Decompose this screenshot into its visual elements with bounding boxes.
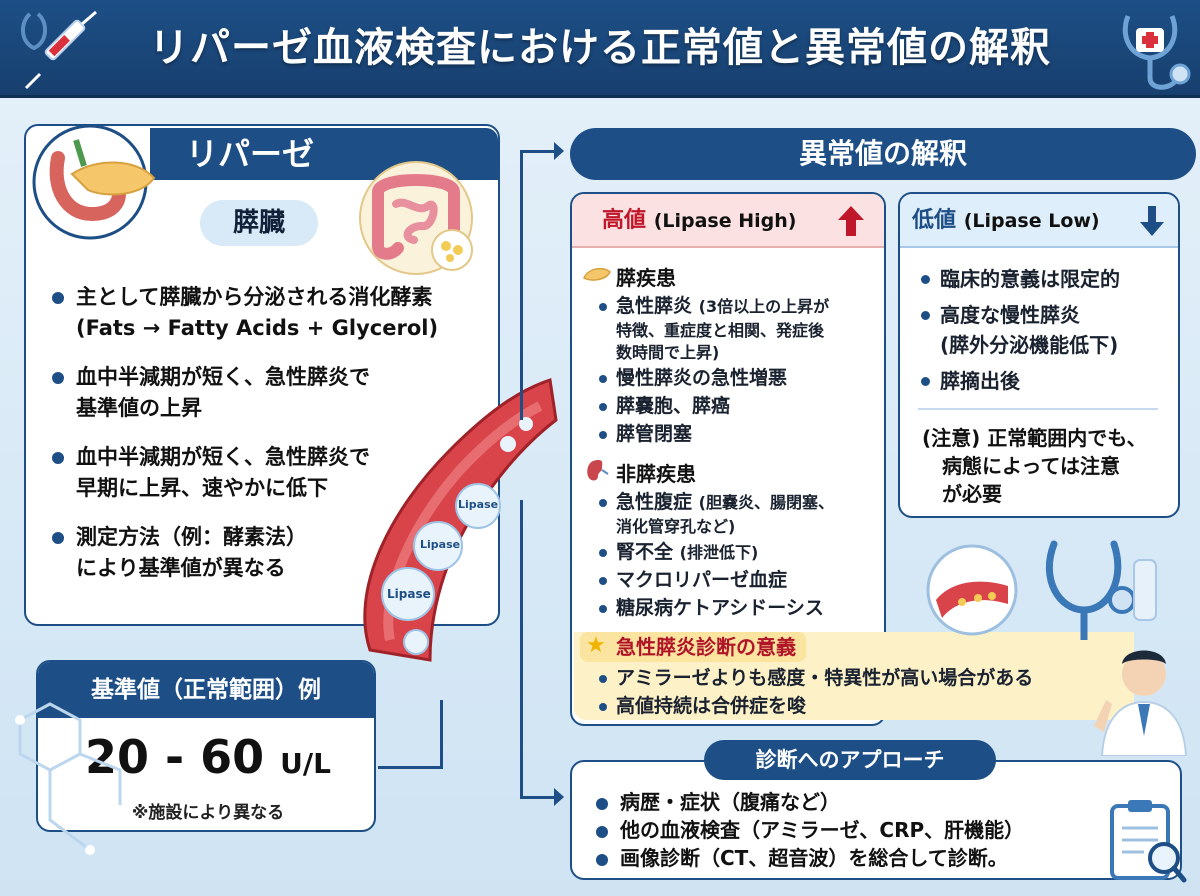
- list-item: 慢性膵炎の急性増悪: [596, 364, 882, 392]
- approach-title: 診断へのアプローチ: [704, 740, 996, 780]
- list-item: マクロリパーゼ血症: [596, 566, 882, 594]
- list-item: 主として膵臓から分泌される消化酵素 (Fats → Fatty Acids + …: [50, 282, 490, 344]
- page-title: リパーゼ血液検査における正常値と異常値の解釈: [149, 25, 1051, 71]
- pancreatic-category: 膵疾患: [616, 266, 676, 290]
- abnormal-title: 異常値の解釈: [570, 128, 1196, 180]
- organ-label: 膵臓: [200, 200, 318, 246]
- stethoscope-icon: [1045, 540, 1157, 640]
- list-item-cont: 数時間で上昇): [616, 343, 720, 362]
- list-item: 病歴・症状（腹痛など）: [594, 788, 1114, 816]
- arrow-head: [554, 142, 564, 160]
- list-item-cont: 消化管穿孔など): [616, 517, 736, 536]
- connector-line: [378, 766, 442, 769]
- pancreatic-list: 急性膵炎 (3倍以上の上昇が 特徴、重症度と相関、発症後 数時間で上昇) 慢性膵…: [596, 292, 882, 448]
- pancreas-small-icon: [583, 267, 611, 281]
- list-item: 膵摘出後: [918, 366, 1174, 396]
- vessel-label: Lipase: [387, 587, 431, 601]
- up-arrow-icon: [838, 206, 864, 236]
- approach-card: [570, 760, 1182, 880]
- low-heading: 低値 (Lipase Low): [900, 194, 1178, 248]
- list-item: 血中半減期が短く、急性膵炎で 早期に上昇、速やかに低下: [50, 442, 490, 504]
- list-item: 臨床的意義は限定的: [918, 264, 1174, 294]
- reference-value: 20 - 60 U/L: [85, 730, 331, 784]
- list-item: 高度な慢性膵炎(膵外分泌機能低下): [918, 300, 1174, 360]
- diagnosis-title: 急性膵炎診断の意義: [580, 632, 806, 662]
- vessel-label: Lipase: [420, 538, 461, 551]
- list-item-cont: 特徴、重症度と相関、発症後: [616, 321, 825, 340]
- magnified-vessel-icon: [926, 544, 1018, 636]
- reference-card: 基準値（正常範囲）例 20 - 60 U/L ※施設により異なる: [36, 660, 376, 832]
- intestine-icon: [359, 161, 473, 275]
- reference-heading: 基準値（正常範囲）例: [38, 662, 374, 718]
- diagnosis-list: アミラーゼよりも感度・特異性が高い場合がある 高値持続は合併症を唆: [596, 664, 1126, 720]
- connector-line: [520, 500, 523, 798]
- low-list: 臨床的意義は限定的 高度な慢性膵炎(膵外分泌機能低下) 膵摘出後: [918, 264, 1174, 396]
- doctor-icon: [1094, 650, 1188, 756]
- list-item: 糖尿病ケトアシドーシス: [596, 594, 882, 622]
- arrow-head: [554, 788, 564, 806]
- connector-line: [520, 150, 560, 153]
- list-item: 急性腹症 (胆嚢炎、腸閉塞、: [596, 488, 882, 516]
- list-item: 膵管閉塞: [596, 420, 882, 448]
- list-item: 血中半減期が短く、急性膵炎で 基準値の上昇: [50, 362, 490, 424]
- connector-line: [520, 150, 523, 420]
- list-item: アミラーゼよりも感度・特異性が高い場合がある: [596, 664, 1126, 692]
- list-item: 腎不全 (排泄低下): [596, 538, 882, 566]
- connector-line: [520, 796, 560, 799]
- pancreas-icon: [32, 124, 156, 240]
- non-pancreatic-category: 非膵疾患: [616, 462, 696, 486]
- connector-line: [440, 700, 443, 769]
- stethoscope-icon: [1122, 15, 1191, 90]
- list-item: 急性膵炎 (3倍以上の上昇が: [596, 292, 882, 320]
- stethoscope-syringe-icon: [21, 10, 97, 90]
- list-item: 他の血液検査（アミラーゼ、CRP、肝機能）: [594, 816, 1114, 844]
- down-arrow-icon: [1140, 206, 1164, 236]
- list-item: 高値持続は合併症を唆: [596, 692, 1126, 720]
- molecule-decoration-icon: [15, 702, 125, 855]
- list-item: 膵嚢胞、膵癌: [596, 392, 882, 420]
- high-heading: 高値 (Lipase High): [572, 194, 884, 248]
- list-item: 測定方法（例：酵素法） により基準値が異なる: [50, 522, 490, 584]
- non-pancreatic-list: 急性腹症 (胆嚢炎、腸閉塞、 消化管穿孔など) 腎不全 (排泄低下) マクロリパ…: [596, 488, 882, 622]
- star-icon: ★: [586, 633, 606, 658]
- lipase-bullets: 主として膵臓から分泌される消化酵素 (Fats → Fatty Acids + …: [50, 282, 490, 584]
- low-caution: (注意) 正常範囲内でも、 病態によっては注意 が必要: [922, 426, 1147, 506]
- vessel-label: Lipase: [458, 498, 499, 511]
- clipboard-icon: [1110, 800, 1187, 883]
- divider: [918, 408, 1158, 410]
- approach-list: 病歴・症状（腹痛など） 他の血液検査（アミラーゼ、CRP、肝機能） 画像診断（C…: [594, 788, 1114, 872]
- kidney-icon: [587, 460, 609, 481]
- blood-vessel-icon: [363, 378, 558, 662]
- list-item: 画像診断（CT、超音波）を総合して診断。: [594, 844, 1114, 872]
- header-banner: リパーゼ血液検査における正常値と異常値の解釈: [0, 0, 1200, 98]
- reference-note: ※施設により異なる: [131, 803, 285, 823]
